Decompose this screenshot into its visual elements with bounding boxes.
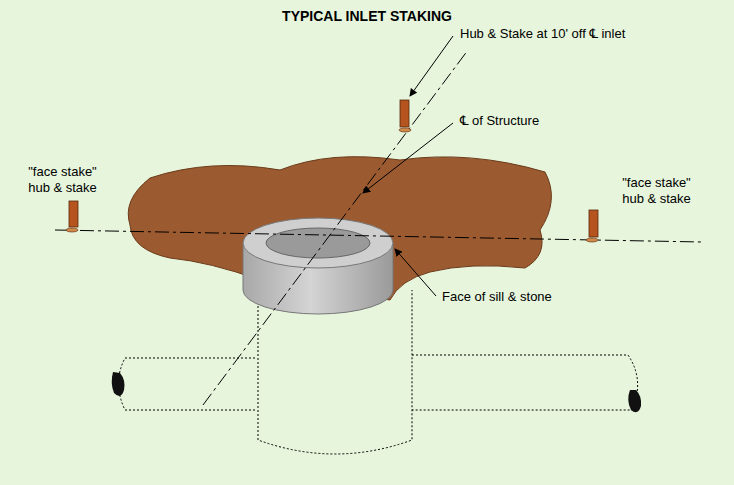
diagram-title: TYPICAL INLET STAKING (280, 8, 454, 24)
face-line (55, 230, 702, 242)
structure-opening (266, 228, 370, 258)
callout-label: "face stake" hub & stake (18, 164, 107, 196)
structure-top (243, 218, 393, 268)
centerline (203, 50, 468, 405)
callout-label: Hub & Stake at 10' off ℄ inlet (458, 26, 627, 42)
callout-label: ℄ of Structure (458, 113, 541, 129)
callout-label: Face of sill & stone (440, 289, 554, 305)
pipe-end (112, 372, 125, 396)
leader-lines (363, 36, 453, 296)
stakes (66, 100, 598, 242)
buried-structure (119, 290, 638, 454)
callout-label: "face stake" hub & stake (612, 175, 701, 207)
pipe-end (628, 390, 641, 412)
